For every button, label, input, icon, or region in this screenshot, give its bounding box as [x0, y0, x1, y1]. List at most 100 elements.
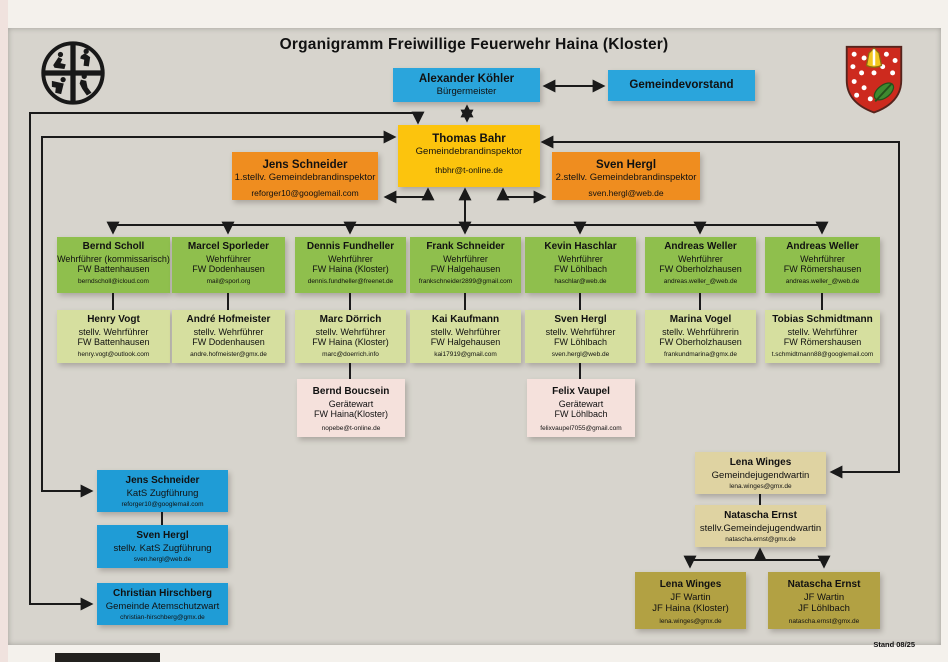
box-stellv-gbi-1: Jens Schneider 1.stellv. Gemeindebrandin…: [232, 152, 378, 200]
person-email: t.schmidtmann88@googlemail.com: [771, 351, 874, 359]
box-geraetewart-haina: Bernd Boucsein Gerätewart FW Haina(Klost…: [297, 379, 405, 437]
box-stellv-wf-battenhausen: Henry Vogt stellv. Wehrführer FW Battenh…: [57, 310, 170, 363]
person-unit: JF Löhlbach: [798, 602, 850, 614]
person-unit: FW Oberholzhausen: [659, 337, 742, 348]
person-name: Sven Hergl: [595, 159, 657, 171]
box-kats-stellv-zugfuehrung: Sven Hergl stellv. KatS Zugführung sven.…: [97, 525, 228, 568]
person-unit: FW Dodenhausen: [192, 337, 265, 348]
person-role: Wehrführer: [800, 253, 845, 264]
person-role: JF Wartin: [670, 591, 711, 603]
box-geraetewart-loehlbach: Felix Vaupel Gerätewart FW Löhlbach feli…: [527, 379, 635, 437]
box-wehrfuehrer-roemershausen: Andreas Weller Wehrführer FW Römershause…: [765, 237, 880, 293]
person-role: Wehrführer: [678, 253, 723, 264]
person-name: André Hofmeister: [186, 314, 271, 325]
person-name: Natascha Ernst: [787, 579, 861, 590]
person-name: Alexander Köhler: [418, 73, 515, 85]
person-unit: FW Dodenhausen: [192, 264, 265, 275]
person-email: sven.hergl@web.de: [551, 351, 610, 359]
person-email: reforger10@googlemail.com: [251, 187, 359, 198]
person-email: berndscholl@icloud.com: [78, 278, 149, 286]
person-role: stellv. Wehrführer: [78, 326, 149, 337]
scan-edge: [0, 0, 8, 662]
person-name: Bernd Boucsein: [312, 386, 390, 397]
person-name: Christian Hirschberg: [113, 588, 212, 599]
box-wehrfuehrer-dodenhausen: Marcel Sporleder Wehrführer FW Dodenhaus…: [172, 237, 285, 293]
person-name: Bernd Scholl: [82, 241, 145, 252]
person-name: Sven Hergl: [554, 314, 607, 325]
person-unit: FW Oberholzhausen: [659, 264, 742, 275]
person-email: nopebe@t-online.de: [321, 425, 381, 433]
box-stellv-wf-halgehausen: Kai Kaufmann stellv. Wehrführer FW Halge…: [410, 310, 521, 363]
person-unit: FW Römershausen: [783, 264, 862, 275]
person-role: KatS Zugführung: [126, 487, 199, 499]
box-stellv-wf-oberholzhausen: Marina Vogel stellv. Wehrführerin FW Obe…: [645, 310, 756, 363]
person-unit: FW Haina (Kloster): [312, 264, 389, 275]
person-role: 1.stellv. Gemeindebrandinspektor: [234, 172, 376, 184]
person-name: Felix Vaupel: [552, 386, 610, 397]
box-stellv-gbi-2: Sven Hergl 2.stellv. Gemeindebrandinspek…: [552, 152, 700, 200]
person-name: Andreas Weller: [664, 241, 737, 252]
person-role: Gerätewart: [328, 398, 374, 409]
person-name: Thomas Bahr: [432, 133, 506, 145]
person-role: stellv. KatS Zugführung: [113, 542, 212, 554]
box-stellv-gemeindejugendwartin: Natascha Ernst stellv.Gemeindejugendwart…: [695, 505, 826, 547]
person-email: sven.hergl@web.de: [588, 187, 664, 198]
person-unit: FW Haina (Kloster): [312, 337, 389, 348]
person-name: Frank Schneider: [426, 241, 505, 252]
person-unit: FW Halgehausen: [430, 264, 501, 275]
person-role: Gemeinde Atemschutzwart: [105, 600, 220, 612]
box-gemeindejugendwartin: Lena Winges Gemeindejugendwartin lena.wi…: [695, 452, 826, 494]
person-unit: FW Löhlbach: [553, 337, 608, 348]
person-unit: FW Römershausen: [783, 337, 862, 348]
box-wehrfuehrer-battenhausen: Bernd Scholl Wehrführer (kommissarisch) …: [57, 237, 170, 293]
person-role: stellv. Wehrführerin: [662, 326, 739, 337]
person-email: reforger10@googlemail.com: [121, 500, 204, 508]
person-email: dennis.fundheller@freenet.de: [307, 278, 394, 286]
person-unit: FW Löhlbach: [553, 264, 608, 275]
person-role: Gerätewart: [558, 398, 604, 409]
person-email: frankundmarina@gmx.de: [663, 351, 738, 359]
person-email: christian-hirschberg@gmx.de: [120, 613, 205, 621]
person-name: Natascha Ernst: [724, 510, 797, 521]
person-email: haschlar@web.de: [554, 278, 607, 286]
person-name: Andreas Weller: [786, 241, 859, 252]
scan-artifact: [55, 653, 160, 662]
person-email: marc@doerrich.info: [322, 351, 379, 359]
box-stellv-wf-loehlbach: Sven Hergl stellv. Wehrführer FW Löhlbac…: [525, 310, 636, 363]
person-email: thbhr@t-online.de: [435, 164, 503, 175]
person-role: Gemeindejugendwartin: [711, 469, 810, 481]
person-unit: FW Halgehausen: [430, 337, 501, 348]
person-role: Wehrführer: [328, 253, 373, 264]
person-role: stellv. Wehrführer: [787, 326, 858, 337]
person-name: Sven Hergl: [136, 530, 189, 541]
person-email: mail@sporl.org: [206, 278, 251, 286]
person-unit: FW Battenhausen: [77, 264, 150, 275]
person-name: Dennis Fundheller: [306, 241, 395, 252]
person-unit: FW Haina(Kloster): [313, 409, 388, 420]
box-stellv-wf-dodenhausen: André Hofmeister stellv. Wehrführer FW D…: [172, 310, 285, 363]
box-wehrfuehrer-oberholzhausen: Andreas Weller Wehrführer FW Oberholzhau…: [645, 237, 756, 293]
person-role: 2.stellv. Gemeindebrandinspektor: [555, 172, 697, 184]
person-name: Marcel Sporleder: [187, 241, 270, 252]
person-unit: JF Haina (Kloster): [652, 602, 729, 614]
box-jf-wartin-loehlbach: Natascha Ernst JF Wartin JF Löhlbach nat…: [768, 572, 880, 629]
person-email: frankschneider2899@gmail.com: [418, 278, 513, 286]
person-role: JF Wartin: [803, 591, 845, 603]
person-name: Kevin Haschlar: [544, 241, 617, 252]
person-role: stellv. Wehrführer: [193, 326, 264, 337]
box-jf-wartin-haina: Lena Winges JF Wartin JF Haina (Kloster)…: [635, 572, 746, 629]
person-role: stellv. Wehrführer: [545, 326, 616, 337]
person-email: felixvaupel7055@gmail.com: [540, 425, 622, 433]
person-role: Gemeindebrandinspektor: [415, 146, 523, 158]
person-email: lena.winges@gmx.de: [659, 618, 722, 626]
person-name: Kai Kaufmann: [431, 314, 500, 325]
feuerwehr-emblem-icon: [41, 41, 105, 105]
box-label: Gemeindevorstand: [629, 79, 734, 92]
box-wehrfuehrer-loehlbach: Kevin Haschlar Wehrführer FW Löhlbach ha…: [525, 237, 636, 293]
box-gemeindevorstand: Gemeindevorstand: [608, 70, 755, 101]
person-email: kai17919@gmail.com: [434, 351, 497, 359]
person-email: henry.vogt@outlook.com: [77, 351, 150, 359]
person-role: Wehrführer (kommissarisch): [57, 253, 170, 264]
box-stellv-wf-haina: Marc Dörrich stellv. Wehrführer FW Haina…: [295, 310, 406, 363]
